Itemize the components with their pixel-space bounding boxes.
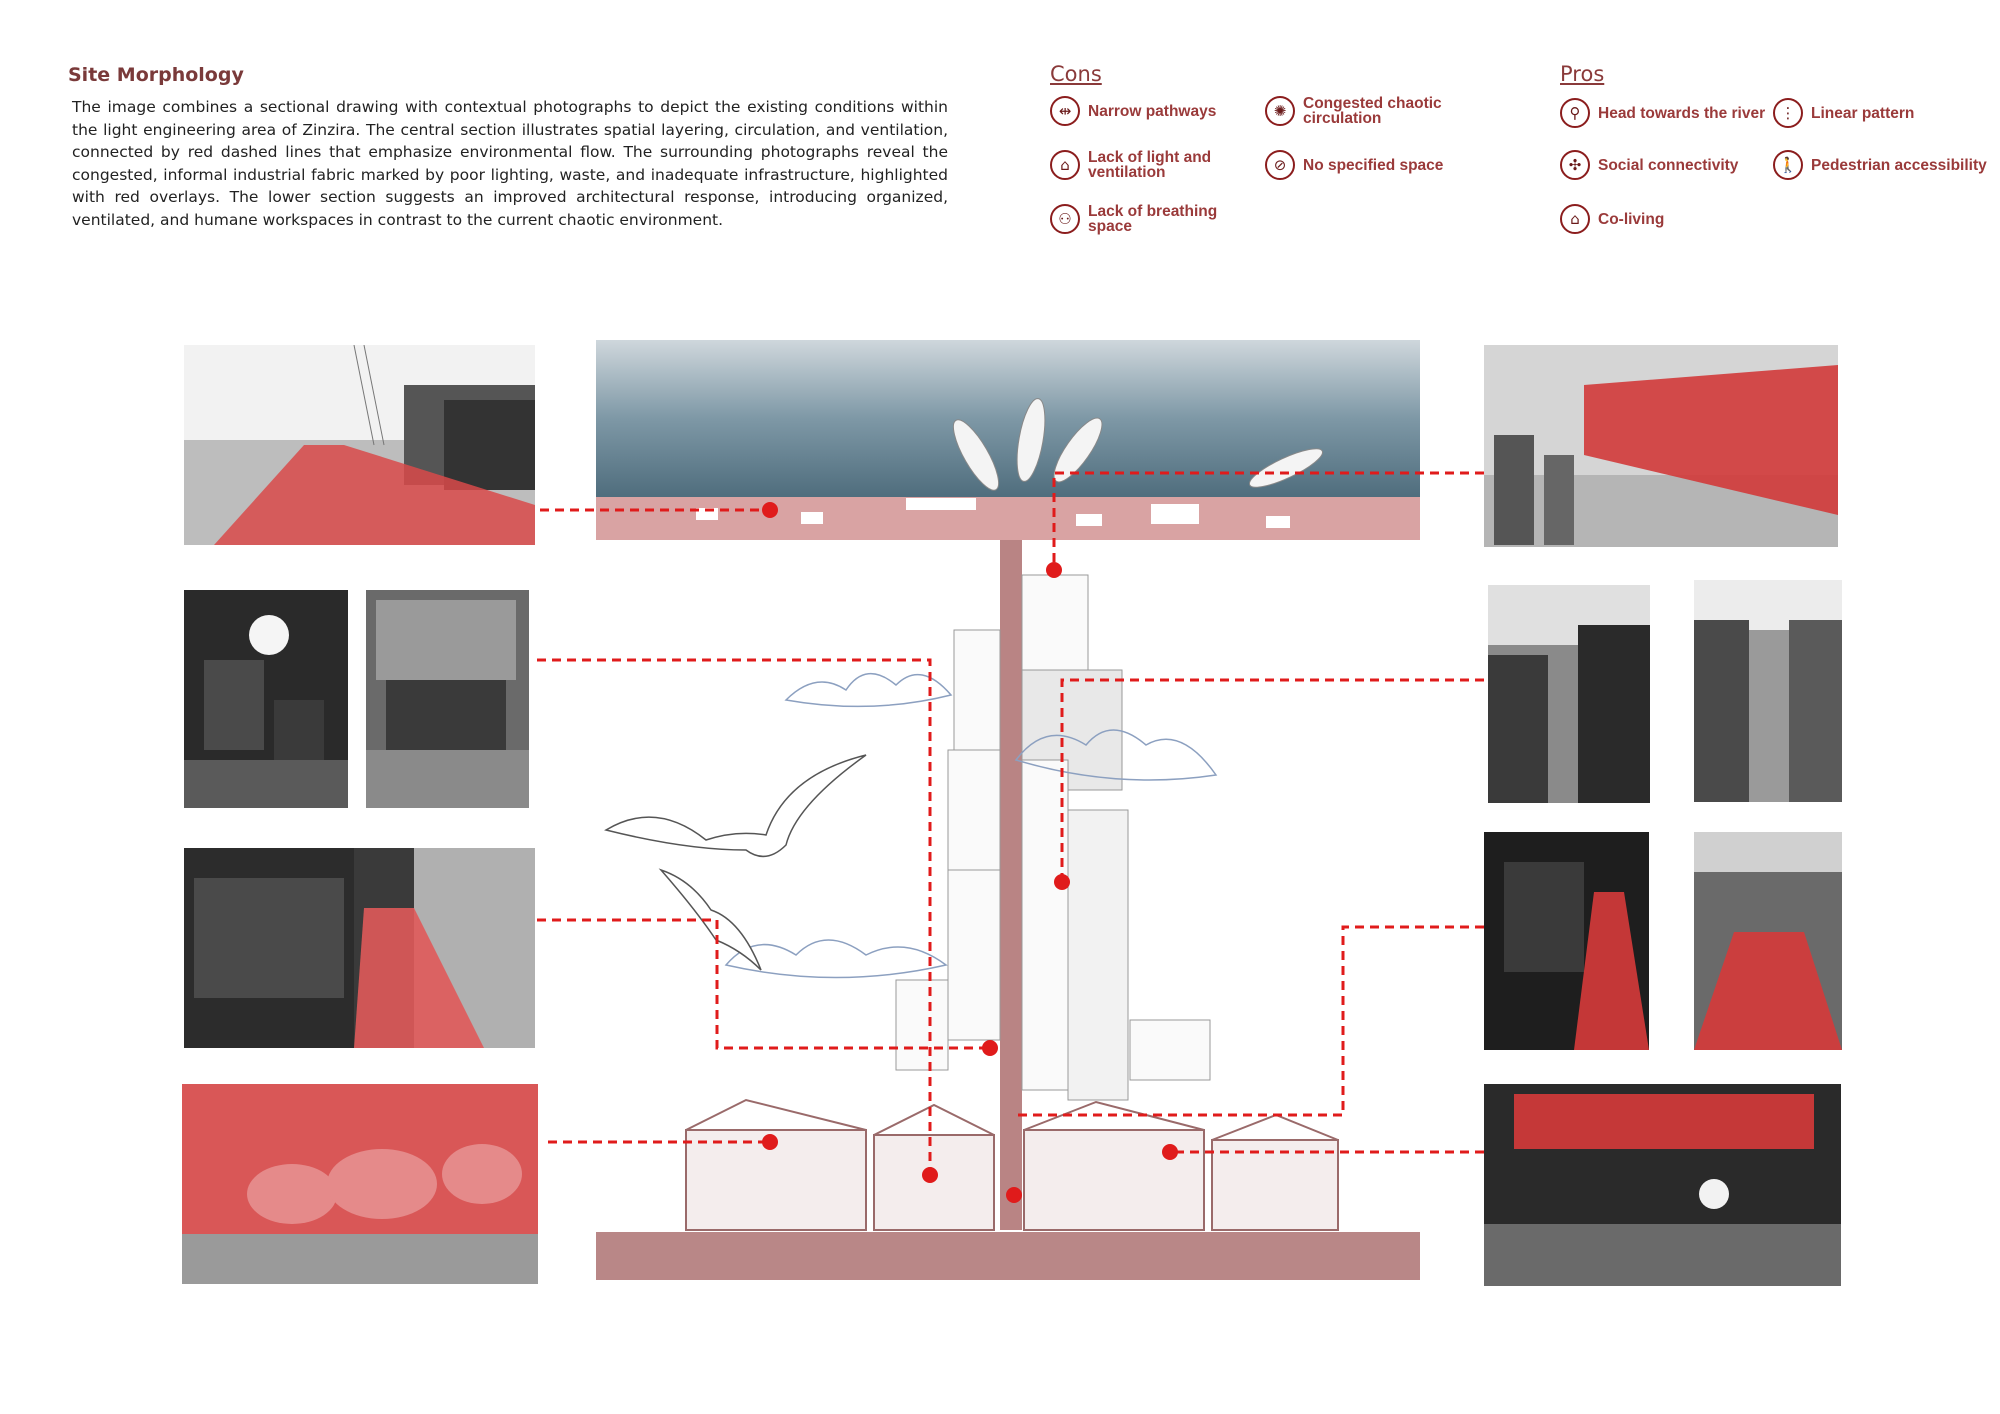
boat [952,419,1000,491]
workshop-1 [685,1129,867,1231]
pros-heading: Pros [1560,62,1605,86]
congestion-icon: ✺ [1265,96,1295,126]
photo-storage [182,1084,538,1284]
central-spine [1000,540,1022,1230]
photo-alley-right-3 [1484,832,1649,1050]
workshop-4 [1211,1139,1339,1231]
photo-alley-right-2 [1694,580,1842,802]
photo-workshop-1 [184,590,348,808]
workshop-floor [596,1232,1420,1280]
photo-street-right [1484,345,1838,547]
photo-alley-right-4 [1694,832,1842,1050]
bird [658,868,762,971]
legend-item-social-connectivity: ✣ Social connectivity [1560,150,1738,180]
legend-item-narrow-pathways: ⇹ Narrow pathways [1050,96,1216,126]
photo-workshop-2 [366,590,529,808]
legend-label: Pedestrian accessibility [1811,156,1987,174]
narrow-pathway-icon: ⇹ [1050,96,1080,126]
bird [604,754,867,858]
legend-label: Head towards the river [1598,104,1766,122]
description-paragraph: The image combines a sectional drawing w… [72,98,948,229]
photo-riverbank [184,345,535,545]
legend-item-pedestrian-accessibility: 🚶 Pedestrian accessibility [1773,150,1987,180]
photo-alley-right-1 [1488,585,1650,803]
legend-item-head-towards-river: ⚲ Head towards the river [1560,98,1765,128]
photo-alley-left [184,848,535,1048]
central-section-drawing [596,340,1420,1285]
riverbank-road [596,497,1420,540]
page-title: Site Morphology [68,64,244,86]
legend-label: Lack of breathing space [1088,203,1218,235]
houses-icon: ⌂ [1560,204,1590,234]
legend-item-congested-circulation: ✺ Congested chaotic circulation [1265,96,1453,126]
cons-heading: Cons [1050,62,1102,86]
legend-label: Congested chaotic circulation [1303,95,1442,127]
location-pin-icon: ⚲ [1560,98,1590,128]
legend-label: Narrow pathways [1088,102,1217,120]
legend-label: Lack of light and ventilation [1088,149,1212,181]
legend-label: No specified space [1303,156,1444,174]
no-light-icon: ⌂ [1050,150,1080,180]
legend-item-co-living: ⌂ Co-living [1560,204,1664,234]
pedestrian-icon: 🚶 [1773,150,1803,180]
network-icon: ✣ [1560,150,1590,180]
legend-label: Social connectivity [1598,156,1739,174]
legend-label: Linear pattern [1811,104,1915,122]
legend-item-no-specified-space: ⊘ No specified space [1265,150,1443,180]
workshop-2 [873,1134,995,1231]
boat [1016,398,1046,482]
cloud [724,939,948,979]
legend-label: Co-living [1598,210,1665,228]
crowd-icon: ⚇ [1050,204,1080,234]
no-space-icon: ⊘ [1265,150,1295,180]
linear-pattern-icon: ⋮ [1773,98,1803,128]
photo-market-interior [1484,1084,1841,1286]
legend-item-lack-of-breathing-space: ⚇ Lack of breathing space [1050,204,1238,234]
legend-item-lack-of-light: ⌂ Lack of light and ventilation [1050,150,1238,180]
legend-item-linear-pattern: ⋮ Linear pattern [1773,98,1914,128]
workshop-3 [1023,1129,1205,1231]
cloud [784,672,953,708]
